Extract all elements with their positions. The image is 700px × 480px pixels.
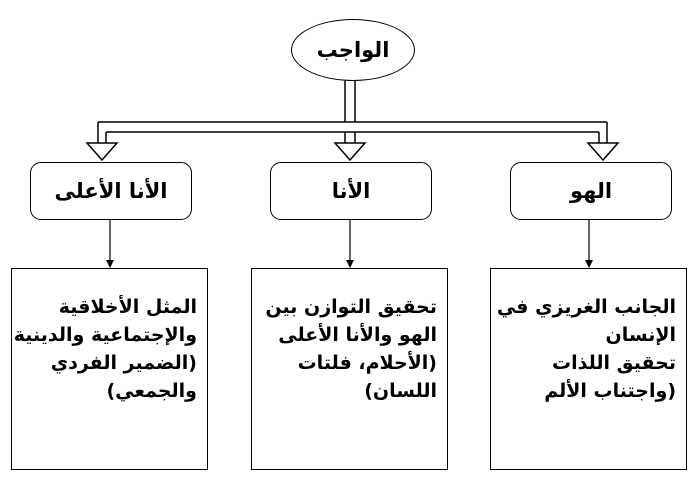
node-superego-label: الأنا الأعلى	[54, 179, 168, 203]
root-node-label: الواجب	[316, 38, 390, 62]
node-id-label: الهو	[569, 179, 613, 203]
branch-left-connector	[97, 122, 107, 143]
root-node-duty: الواجب	[291, 19, 415, 81]
desc-line: اللسان)	[364, 380, 437, 402]
desc-line: والإجتماعية والدينية	[13, 324, 197, 346]
desc-line: الهو والأنا الأعلى	[278, 324, 437, 346]
node-ego-label: الأنا	[331, 179, 371, 203]
branch-bar-connector	[98, 121, 607, 133]
desc-superego: المثل الأخلاقية والإجتماعية والدينية (ال…	[11, 268, 208, 470]
desc-line: الإنسان	[605, 324, 676, 346]
node-ego: الأنا	[270, 162, 432, 220]
desc-line: (الضمير الفردي	[50, 352, 197, 374]
branch-right-connector	[598, 122, 608, 143]
root-stem-connector	[344, 79, 356, 122]
arrowhead-center	[333, 142, 367, 162]
desc-line: (الأحلام، فلتات	[297, 352, 437, 374]
desc-line: تحقيق اللذات	[552, 352, 676, 374]
thin-arrow-right	[585, 218, 593, 268]
desc-line: تحقيق التوازن بين	[265, 296, 437, 318]
desc-ego: تحقيق التوازن بين الهو والأنا الأعلى (ال…	[251, 268, 448, 470]
node-id: الهو	[510, 162, 672, 220]
thin-arrow-center	[346, 218, 354, 268]
desc-line: والجمعي)	[106, 380, 197, 402]
desc-id: الجانب الغريزي في الإنسان تحقيق اللذات (…	[490, 268, 687, 470]
desc-line: (واجتناب الألم	[544, 380, 676, 402]
arrowhead-right	[586, 142, 620, 162]
branch-center-connector	[344, 132, 356, 143]
arrowhead-left	[85, 142, 119, 162]
desc-line: الجانب الغريزي في	[496, 296, 676, 318]
thin-arrow-left	[106, 218, 114, 268]
desc-line: المثل الأخلاقية	[58, 296, 197, 318]
node-superego: الأنا الأعلى	[30, 162, 192, 220]
